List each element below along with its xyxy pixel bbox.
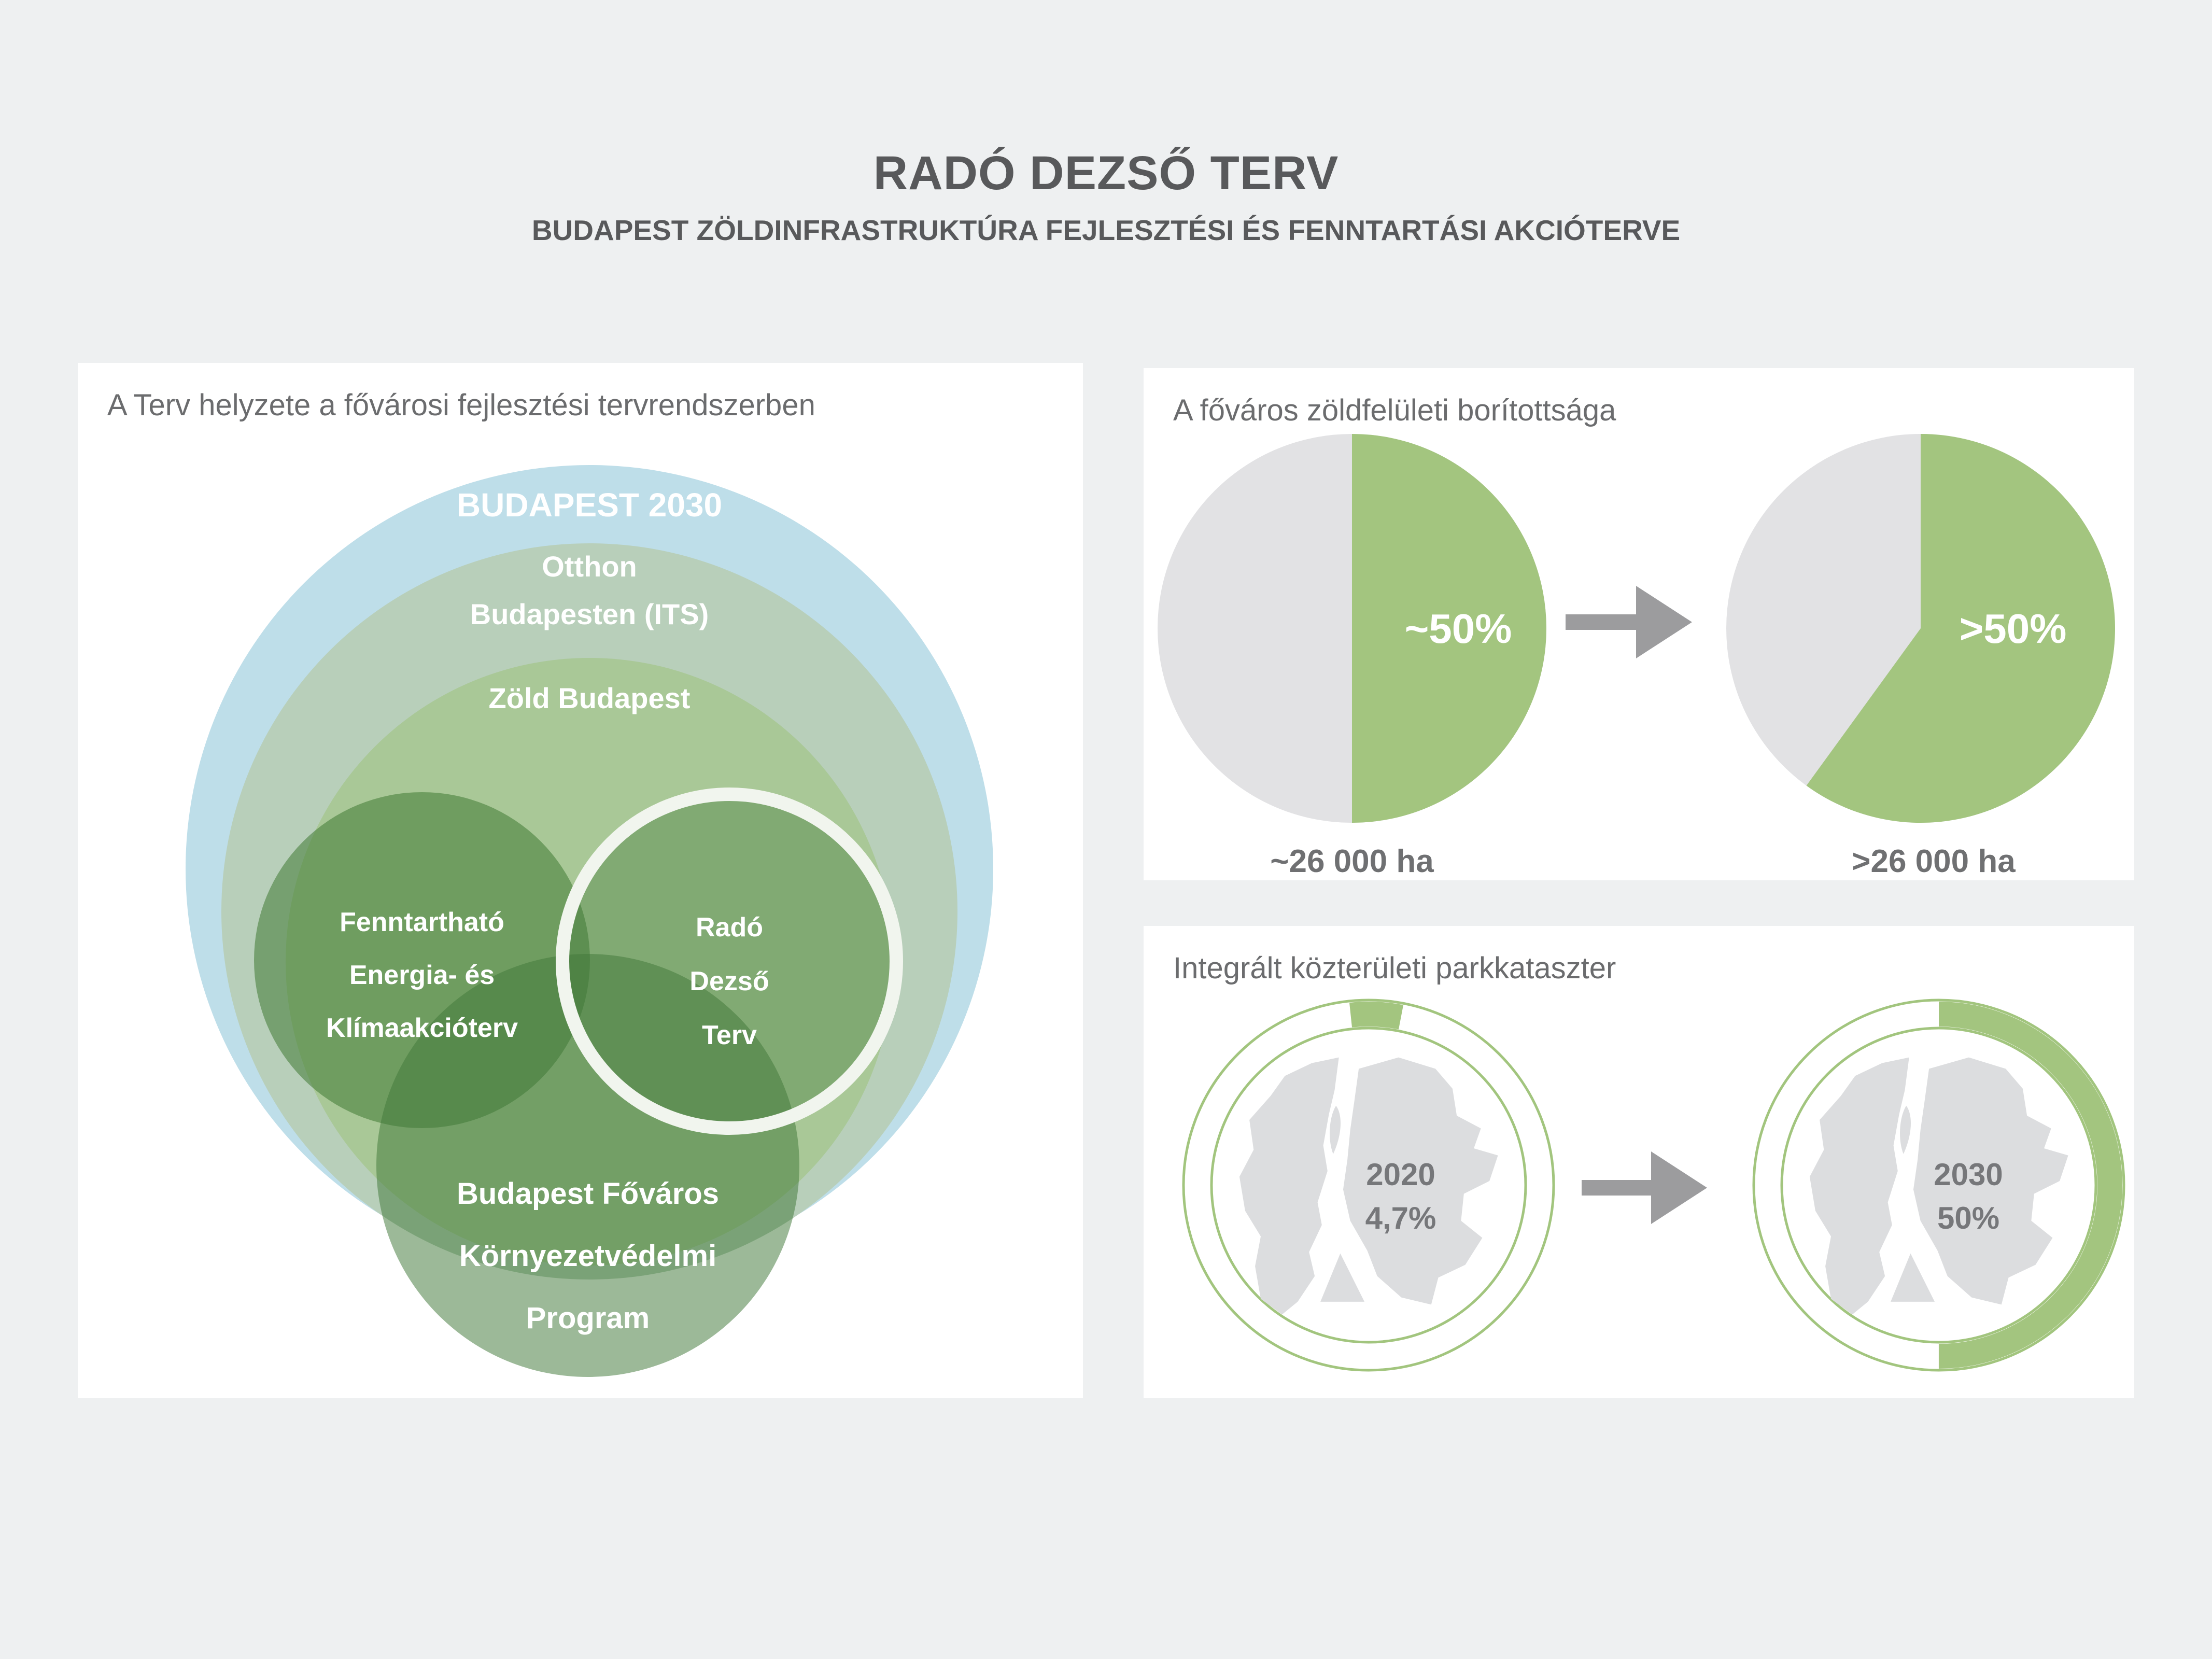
cadastre-panel-title: Integrált közterületi parkkataszter	[1173, 951, 1616, 985]
venn-label-fenn-line2: Energia- és	[349, 960, 495, 990]
venn-label-program-line2: Környezetvédelmi	[459, 1239, 716, 1273]
arrow-right-icon	[1566, 586, 1692, 658]
coverage-charts: ~50% ~26 000 ha >50% >26 000 ha	[1158, 434, 2115, 879]
venn-label-budapest2030: BUDAPEST 2030	[457, 486, 722, 524]
pie-target-pct-label: >50%	[1960, 606, 2067, 652]
cadastre-panel: Integrált közterületi parkkataszter 2020…	[1144, 926, 2134, 1398]
venn-label-otthon-line1: Otthon	[542, 550, 637, 583]
pie-target-green-slice	[1806, 434, 2115, 823]
pie-target: >50%	[1726, 434, 2115, 823]
venn-panel-title: A Terv helyzete a fővárosi fejlesztési t…	[107, 388, 815, 422]
page-title: RADÓ DEZSŐ TERV	[873, 147, 1339, 200]
venn-label-program-line1: Budapest Főváros	[457, 1177, 719, 1211]
venn-label-zold-budapest: Zöld Budapest	[489, 682, 691, 714]
ring-2030-progress-arc	[1755, 1002, 2122, 1369]
venn-label-program-line3: Program	[526, 1301, 650, 1335]
coverage-panel-title: A főváros zöldfelületi borítottsága	[1173, 393, 1616, 427]
venn-circle-kornyezetvedelmi-program	[376, 954, 799, 1377]
ring-2020-year-label: 2020	[1366, 1157, 1435, 1192]
pie-target-area-label: >26 000 ha	[1852, 843, 2016, 879]
venn-panel: A Terv helyzete a fővárosi fejlesztési t…	[78, 363, 1083, 1398]
pie-current-pct-label: ~50%	[1405, 606, 1512, 652]
ring-2030-pct-label: 50%	[1937, 1201, 1999, 1235]
ring-2020-pct-label: 4,7%	[1365, 1201, 1436, 1235]
venn-label-rado-line1: Radó	[696, 912, 763, 943]
venn-label-rado-line3: Terv	[702, 1020, 757, 1050]
ring-2030-year-label: 2030	[1934, 1157, 2003, 1192]
venn-label-fenn-line3: Klímaakcióterv	[326, 1013, 518, 1043]
pie-current-area-label: ~26 000 ha	[1270, 843, 1434, 879]
ring-2030: 2030 50%	[1752, 999, 2125, 1372]
ring-2020: 2020 4,7%	[1182, 999, 1555, 1372]
pie-current-green-slice	[1352, 434, 1546, 823]
cadastre-charts: 2020 4,7% 2030 50%	[1182, 999, 2125, 1372]
ring-2020-progress-arc	[1185, 1002, 1552, 1369]
pie-current: ~50%	[1158, 434, 1546, 823]
venn-label-rado-line2: Dezső	[689, 966, 769, 996]
venn-label-fenn-line1: Fenntartható	[340, 907, 504, 937]
coverage-panel: A főváros zöldfelületi borítottsága ~50%…	[1144, 368, 2134, 880]
page-subtitle: BUDAPEST ZÖLDINFRASTRUKTÚRA FEJLESZTÉSI …	[531, 214, 1681, 246]
venn-label-otthon-line2: Budapesten (ITS)	[470, 598, 709, 630]
venn-circle-rado-dezso-terv	[556, 788, 903, 1135]
venn-diagram: BUDAPEST 2030 Otthon Budapesten (ITS) Zö…	[186, 465, 993, 1377]
arrow-right-icon	[1582, 1151, 1707, 1224]
